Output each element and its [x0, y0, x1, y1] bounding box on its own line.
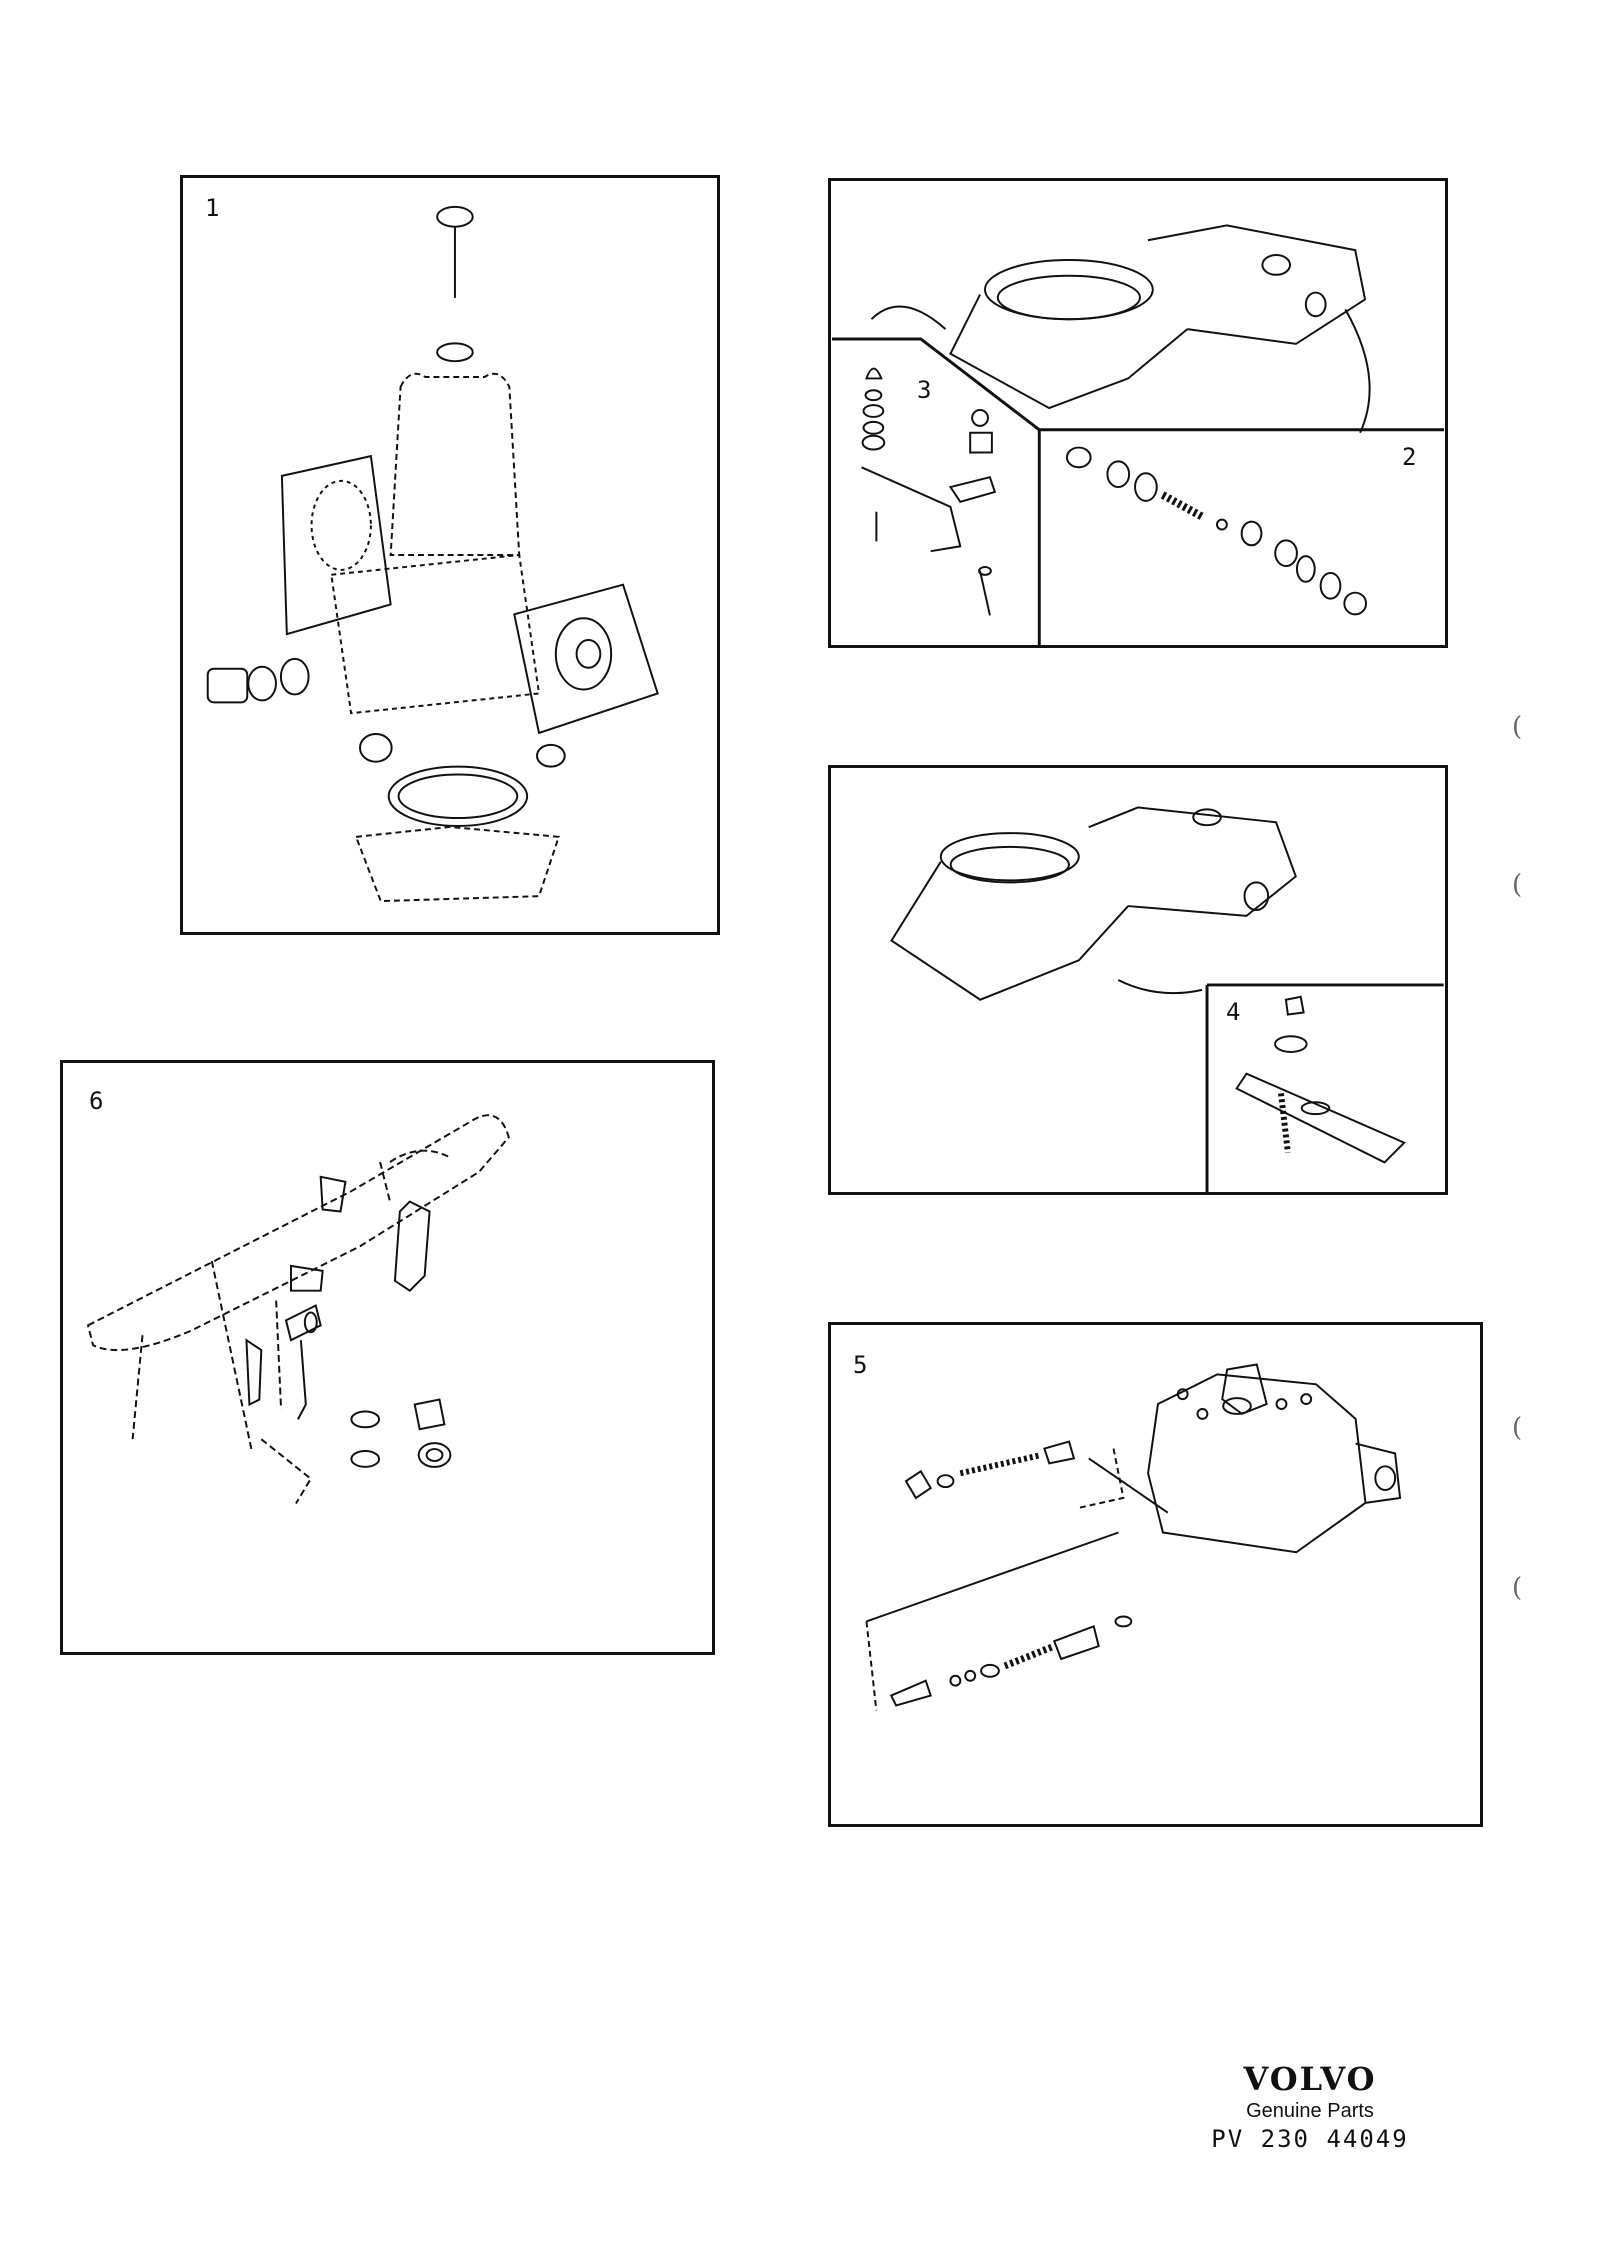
- panel-number-1: 1: [205, 194, 220, 222]
- diagram-panel-4: 4: [828, 765, 1448, 1195]
- margin-mark-1: (: [1512, 712, 1523, 742]
- part-code: PV 230 44049: [1211, 2125, 1409, 2153]
- margin-mark-2: (: [1512, 870, 1523, 900]
- brand-logo: VOLVO: [1243, 2060, 1377, 2098]
- panel-number-2: 2: [1402, 443, 1417, 471]
- panel-number-6: 6: [89, 1087, 104, 1115]
- panel-number-5: 5: [853, 1351, 868, 1379]
- carburetor-exploded-drawing: [206, 205, 659, 903]
- bracket-bolt-drawing: [890, 806, 1444, 1192]
- footer-block: VOLVO Genuine Parts PV 230 44049: [1190, 2060, 1430, 2153]
- diagram-panel-1: 1: [180, 175, 720, 935]
- diagram-panel-2: 3 2: [828, 178, 1448, 648]
- footer-subtitle: Genuine Parts: [1246, 2100, 1374, 2122]
- margin-mark-4: (: [1512, 1573, 1523, 1603]
- panel-number-3: 3: [917, 376, 932, 404]
- diagram-panel-6: 6: [60, 1060, 715, 1655]
- diagram-panel-5: 5: [828, 1322, 1483, 1827]
- fuel-rail-injectors-drawing: [86, 1114, 510, 1505]
- valve-parts-row-drawing: [831, 224, 1445, 645]
- margin-mark-3: (: [1512, 1413, 1523, 1443]
- panel-number-4: 4: [1226, 998, 1241, 1026]
- fuel-distributor-drawing: [865, 1363, 1402, 1711]
